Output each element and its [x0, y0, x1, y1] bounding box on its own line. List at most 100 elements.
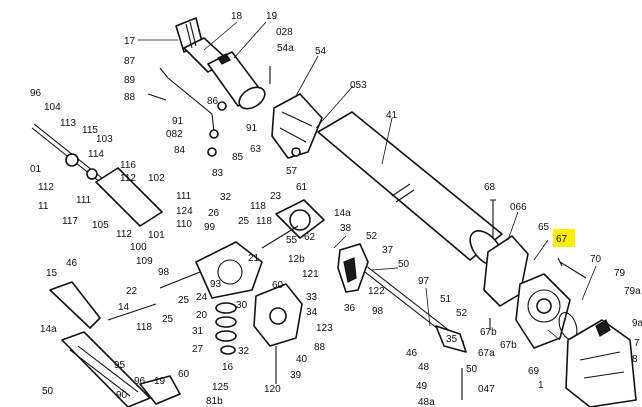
label-62: 62 — [304, 232, 316, 243]
label-93: 93 — [210, 279, 222, 290]
label-91b: 91 — [246, 123, 258, 134]
lower-gearbox — [565, 319, 637, 407]
label-90: 90 — [116, 390, 128, 401]
left-frame — [49, 281, 181, 407]
label-40: 40 — [296, 354, 308, 365]
gear-housing — [483, 235, 578, 349]
label-88b: 88 — [314, 342, 326, 353]
label-70: 70 — [590, 254, 602, 265]
label-9a: 9a — [632, 318, 642, 329]
label-98b: 98 — [372, 306, 384, 317]
label-32a: 32 — [220, 192, 232, 203]
label-082: 082 — [166, 129, 183, 140]
label-118a: 118 — [250, 201, 266, 212]
label-121: 121 — [302, 269, 319, 280]
main-tube — [317, 111, 503, 266]
left-shaft — [31, 123, 163, 227]
label-46a: 46 — [66, 258, 78, 269]
label-81b: 81b — [206, 396, 223, 407]
label-69: 69 — [528, 366, 540, 377]
label-22: 22 — [126, 286, 138, 297]
label-26: 26 — [208, 208, 220, 219]
label-41: 41 — [386, 110, 398, 121]
label-97: 97 — [418, 276, 430, 287]
label-61: 61 — [296, 182, 308, 193]
label-113: 113 — [60, 118, 76, 129]
label-111a: 111 — [176, 191, 192, 202]
label-21: 21 — [248, 253, 260, 264]
label-60b: 60 — [178, 369, 190, 380]
label-30: 30 — [236, 300, 248, 311]
label-48: 48 — [418, 362, 430, 373]
label-102: 102 — [148, 173, 165, 184]
label-96: 96 — [30, 88, 42, 99]
label-047: 047 — [478, 384, 495, 395]
label-89: 89 — [124, 75, 136, 86]
label-104: 104 — [44, 102, 61, 113]
label-18: 18 — [231, 11, 243, 22]
label-67b2: 67b — [500, 340, 517, 351]
label-98a: 98 — [158, 267, 170, 278]
label-1: 1 — [538, 380, 544, 391]
small-rods — [107, 66, 491, 400]
label-88: 88 — [124, 92, 136, 103]
label-14a: 14a — [334, 208, 351, 219]
label-49: 49 — [416, 381, 428, 392]
label-112b: 112 — [116, 229, 132, 240]
label-86: 86 — [207, 96, 219, 107]
label-96b: 96 — [134, 376, 146, 387]
label-63: 63 — [250, 144, 262, 155]
label-115: 115 — [82, 125, 98, 136]
label-123: 123 — [316, 323, 333, 334]
label-11: 11 — [38, 201, 49, 212]
label-14a2: 14a — [40, 324, 57, 335]
label-100: 100 — [130, 242, 147, 253]
label-35: 35 — [446, 334, 458, 345]
label-01: 01 — [30, 164, 42, 175]
part-labels: 18 19 028 17 54a 54 87 89 88 053 41 96 1… — [30, 11, 642, 407]
label-34: 34 — [306, 307, 318, 318]
label-60a: 60 — [272, 280, 284, 291]
label-51: 51 — [440, 294, 452, 305]
label-85: 85 — [232, 152, 244, 163]
label-105: 105 — [92, 220, 109, 231]
label-15: 15 — [46, 268, 58, 279]
label-23: 23 — [270, 191, 282, 202]
label-67b: 67b — [480, 327, 497, 338]
label-12b: 12b — [288, 254, 305, 265]
label-103: 103 — [96, 134, 113, 145]
leader-lines — [138, 21, 597, 341]
label-52: 52 — [366, 231, 378, 242]
label-125: 125 — [212, 382, 229, 393]
washer-stack — [215, 302, 237, 355]
label-50b: 50 — [42, 386, 54, 397]
label-19: 19 — [266, 11, 278, 22]
label-54: 54 — [315, 46, 327, 57]
label-101: 101 — [148, 230, 165, 241]
label-54a: 54a — [277, 43, 294, 54]
label-37: 37 — [382, 245, 394, 256]
label-16: 16 — [222, 362, 234, 373]
label-27: 27 — [192, 344, 204, 355]
label-110: 110 — [176, 219, 192, 230]
label-8: 8 — [632, 354, 638, 365]
label-38: 38 — [340, 223, 352, 234]
label-46b: 46 — [406, 348, 418, 359]
bracket — [253, 283, 303, 384]
label-066: 066 — [510, 202, 527, 213]
label-32b: 32 — [238, 346, 250, 357]
label-114: 114 — [88, 149, 104, 160]
label-39: 39 — [290, 370, 302, 381]
label-7: 7 — [634, 338, 640, 349]
label-33: 33 — [306, 292, 318, 303]
throttle-handle — [337, 243, 369, 293]
label-25a: 25 — [238, 216, 250, 227]
label-17: 17 — [124, 36, 136, 47]
label-116: 116 — [120, 160, 136, 171]
label-68: 68 — [484, 182, 496, 193]
label-124: 124 — [176, 206, 193, 217]
label-122: 122 — [368, 286, 385, 297]
label-48a: 48a — [418, 397, 435, 407]
label-95: 95 — [114, 360, 126, 371]
highlight-67 — [553, 229, 575, 247]
